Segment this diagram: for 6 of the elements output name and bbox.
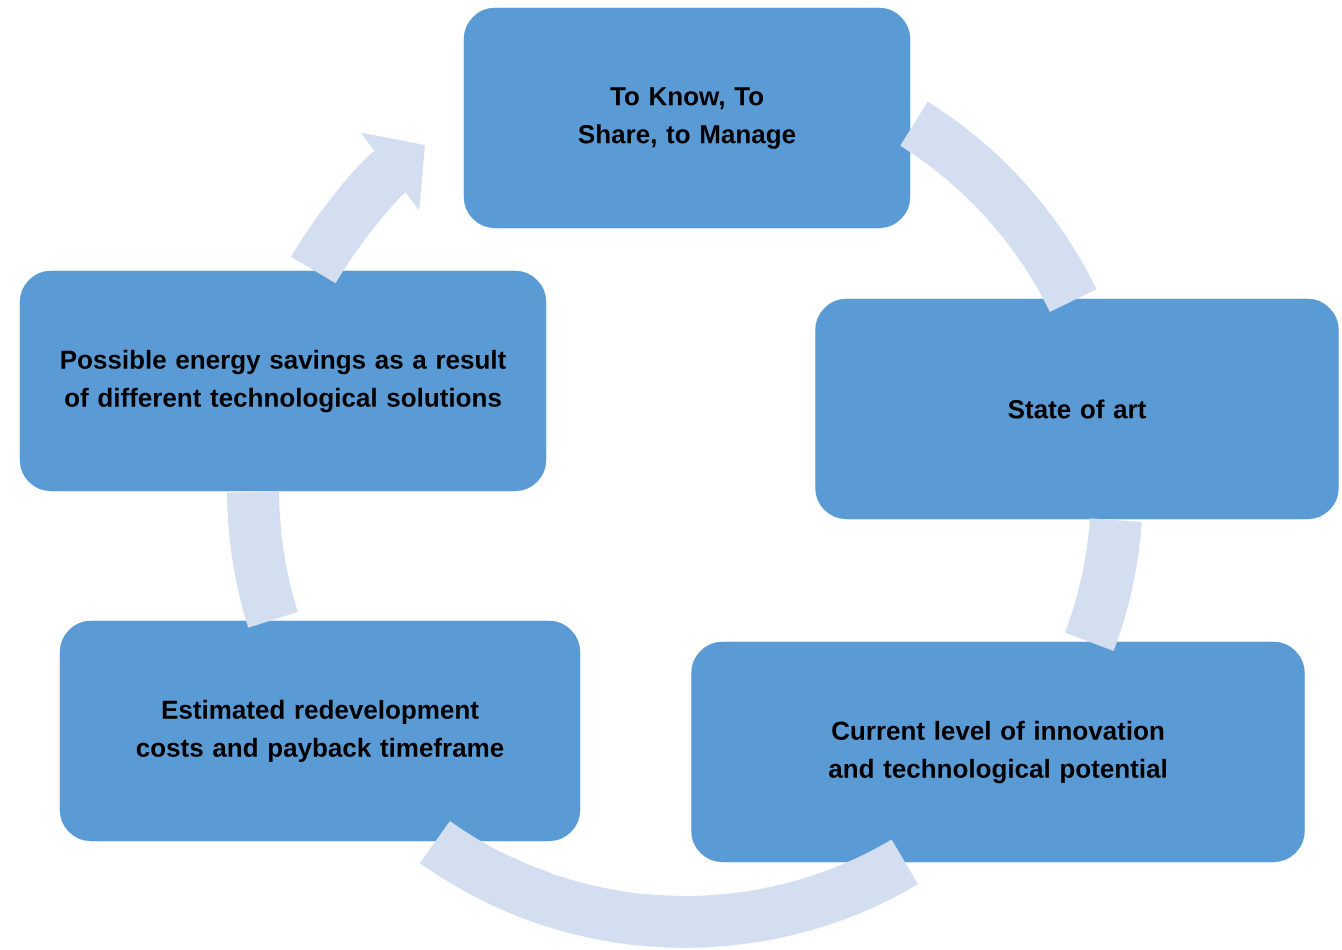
arrow <box>291 132 425 284</box>
process-box: State of art <box>813 297 1341 521</box>
process-box: To Know, To Share, to Manage <box>462 6 912 230</box>
process-box: Possible energy savings as a result of different technological solutions <box>18 269 548 493</box>
process-box: Current level of innovation and technological potential <box>689 640 1307 864</box>
process-box: Estimated redevelopment costs and payback timeframe <box>58 619 582 843</box>
